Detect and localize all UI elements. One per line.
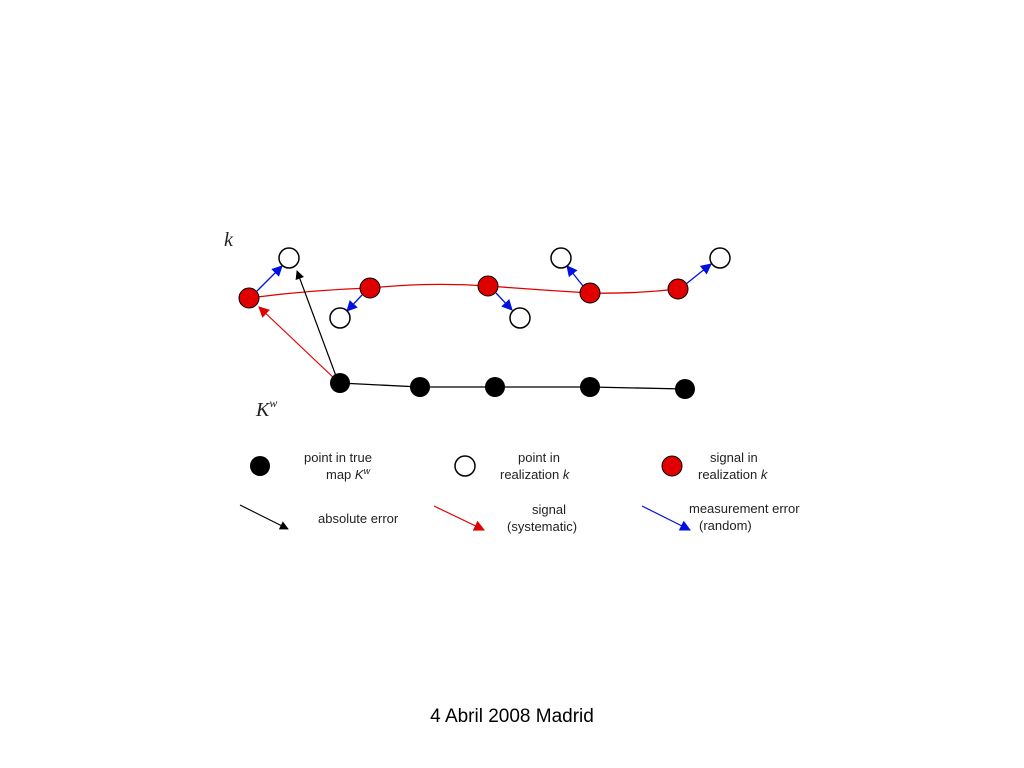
measurement-error-arrow — [495, 292, 513, 311]
realization-point — [329, 307, 351, 329]
measurement-error-arrow — [566, 265, 584, 287]
signal-arrow — [258, 306, 337, 381]
true-map-point — [675, 379, 695, 399]
measurement-error-arrow — [685, 263, 712, 285]
legend-signal-line1: signal — [532, 502, 566, 517]
true-map-point — [485, 377, 505, 397]
true-map-point — [580, 377, 600, 397]
legend-signal-point-line1: signal in — [710, 450, 758, 465]
legend-signal-point-icon — [661, 455, 683, 477]
legend-signal-line2: (systematic) — [507, 519, 577, 534]
legend-measurement-error-line2: (random) — [699, 518, 752, 533]
true-map-point — [330, 373, 350, 393]
realization-point — [709, 247, 731, 269]
legend-measurement-error-arrow — [641, 505, 691, 531]
signal-curve — [248, 283, 679, 299]
signal-point — [238, 287, 260, 309]
legend-signal-arrow — [433, 505, 485, 531]
legend-realization-point-icon — [454, 455, 476, 477]
realization-label-k: k — [224, 229, 234, 251]
realization-point — [550, 247, 572, 269]
true-map-line — [339, 382, 686, 390]
measurement-error-arrow — [256, 265, 283, 292]
realization-point — [278, 247, 300, 269]
true-map-label: Kw — [255, 396, 277, 421]
signal-point — [477, 275, 499, 297]
legend-true-point-line1: point in true — [304, 450, 372, 465]
signal-point — [579, 282, 601, 304]
slide-footer: 4 Abril 2008 Madrid — [430, 706, 594, 727]
legend-realization-point-line2: realization k — [500, 467, 571, 482]
legend-measurement-error-line1: measurement error — [689, 501, 800, 516]
measurement-error-arrow — [346, 294, 363, 312]
signal-point — [359, 277, 381, 299]
signal-point — [667, 278, 689, 300]
legend-absolute-error-arrow — [239, 504, 289, 530]
absolute-error-arrow — [295, 270, 337, 377]
legend-true-point-line2: map Kw — [326, 466, 371, 482]
true-map-point — [410, 377, 430, 397]
legend-signal-point-line2: realization k — [698, 467, 769, 482]
realization-point — [509, 307, 531, 329]
legend-true-point-icon — [250, 456, 270, 476]
legend-realization-point-line1: point in — [518, 450, 560, 465]
legend-absolute-error-label: absolute error — [318, 511, 399, 526]
